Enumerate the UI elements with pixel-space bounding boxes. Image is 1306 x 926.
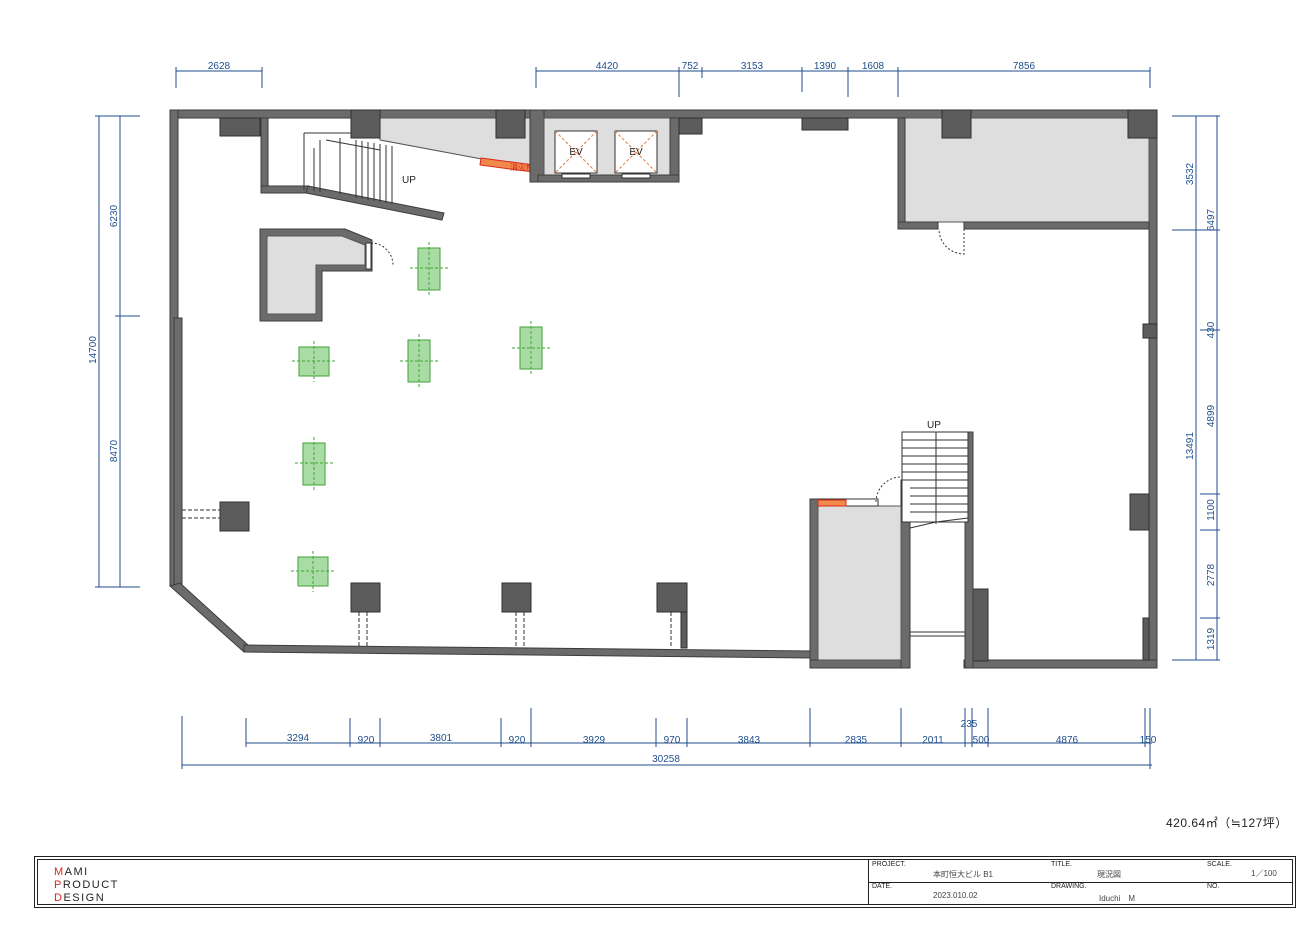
dim-left-total: 14700 [88, 336, 99, 364]
top-dimensions: 2628 4420 752 3153 1390 1608 7856 [175, 61, 1151, 97]
logo-word-2: RODUCT [62, 879, 119, 891]
stair-up-label-2: UP [927, 420, 941, 431]
dim-bottom-8: 2835 [845, 735, 868, 746]
column [971, 588, 989, 662]
column [678, 117, 703, 135]
dim-bottom-1: 3294 [287, 733, 310, 744]
elevator-shaft-2 [614, 130, 658, 174]
dim-top-1: 2628 [208, 61, 231, 72]
drawing-value: Iduchi M [1099, 894, 1136, 903]
dim-left-1: 6230 [109, 204, 120, 227]
column [1129, 493, 1150, 531]
lower-stair-treads [901, 431, 969, 529]
logo-initial-p: P [54, 879, 63, 891]
dim-right-3: 430 [1206, 321, 1217, 338]
column [941, 109, 972, 139]
elevator-label-1: EV [569, 147, 583, 158]
ceiling-unit [292, 341, 336, 382]
dim-bottom-6: 970 [664, 735, 681, 746]
date-value: 2023.010.02 [933, 891, 978, 900]
dim-right-2: 6497 [1206, 208, 1217, 231]
dim-bottom-13: 150 [1140, 735, 1157, 746]
title-block: MAMI PRODUCT DESIGN PROJECT. 本町恒大ビル B1 T… [34, 856, 1296, 908]
l-shaped-room [259, 228, 394, 322]
column [656, 582, 688, 613]
dim-left-2: 8470 [109, 439, 120, 462]
upper-right-room [897, 117, 1150, 255]
dim-bottom-total: 30258 [652, 754, 680, 765]
column [801, 117, 849, 131]
column [350, 582, 381, 613]
hydrant-label: 消火栓 [510, 162, 534, 172]
ceiling-units [291, 242, 551, 592]
project-label: PROJECT. [872, 861, 906, 868]
dim-top-2: 4420 [596, 61, 619, 72]
title-value: 現況図 [1097, 870, 1121, 879]
date-label: DATE. [872, 883, 893, 890]
ceiling-unit [291, 551, 335, 592]
ceiling-unit [400, 334, 439, 388]
dim-bottom-4: 920 [509, 735, 526, 746]
dim-bottom-3: 3801 [430, 733, 453, 744]
bottom-dimensions: 3294 920 3801 920 3929 970 3843 2835 201… [181, 708, 1157, 769]
column [680, 611, 688, 649]
floor-area: 420.64㎡（≒127坪） [1166, 816, 1288, 830]
dim-bottom-11: 500 [973, 735, 990, 746]
project-value: 本町恒大ビル B1 [933, 870, 994, 879]
column [219, 117, 261, 137]
column [1142, 617, 1150, 661]
ceiling-unit [410, 242, 449, 296]
title-block-fields: PROJECT. 本町恒大ビル B1 TITLE. 現況図 SCALE. 1／1… [868, 860, 1292, 904]
ceiling-unit [295, 437, 334, 491]
elevator-label-2: EV [629, 147, 643, 158]
dim-right-7: 2778 [1206, 563, 1217, 586]
right-dimensions: 3532 6497 430 4899 13491 1100 2778 1319 [1172, 115, 1220, 661]
dim-top-5: 1390 [814, 61, 837, 72]
column [495, 109, 526, 139]
dim-right-4: 4899 [1206, 404, 1217, 427]
dim-bottom-12: 4876 [1056, 735, 1079, 746]
logo-word-1: AMI [64, 866, 89, 878]
no-label: NO. [1207, 883, 1220, 890]
dim-top-6: 1608 [862, 61, 885, 72]
drawing-label: DRAWING. [1051, 883, 1087, 890]
dim-top-4: 3153 [741, 61, 764, 72]
dim-right-6: 1100 [1206, 499, 1217, 521]
logo-initial-d: D [54, 892, 64, 904]
dim-bottom-9: 2011 [922, 735, 944, 746]
dim-right-1: 3532 [1185, 162, 1196, 185]
dim-right-5: 13491 [1185, 432, 1196, 460]
dim-top-7: 7856 [1013, 61, 1036, 72]
column [1142, 323, 1158, 339]
dim-top-3: 752 [682, 61, 699, 72]
lower-right-core: UP [809, 420, 974, 669]
top-stair-core: UP 消火栓 [260, 117, 535, 221]
scale-label: SCALE. [1207, 861, 1232, 868]
ceiling-unit [512, 321, 551, 375]
dim-right-8: 1319 [1206, 627, 1217, 650]
elevator-core: EV EV [529, 109, 680, 183]
dim-bottom-10: 235 [961, 719, 978, 730]
dim-bottom-5: 3929 [583, 735, 606, 746]
company-logo: MAMI PRODUCT DESIGN [54, 866, 119, 905]
dim-bottom-2: 920 [358, 735, 375, 746]
logo-word-3: ESIGN [63, 892, 106, 904]
column [219, 501, 250, 532]
column [1127, 109, 1158, 139]
column [501, 582, 532, 613]
logo-initial-m: M [54, 866, 65, 878]
fire-hydrant-box-2 [817, 499, 847, 507]
title-label: TITLE. [1051, 861, 1073, 868]
dim-bottom-7: 3843 [738, 735, 761, 746]
stair-up-label-1: UP [402, 175, 416, 186]
left-dimensions: 14700 6230 8470 [88, 115, 140, 588]
scale-value: 1／100 [1251, 869, 1277, 878]
columns [182, 109, 1158, 662]
column [350, 109, 381, 139]
elevator-shaft-1 [554, 130, 598, 174]
